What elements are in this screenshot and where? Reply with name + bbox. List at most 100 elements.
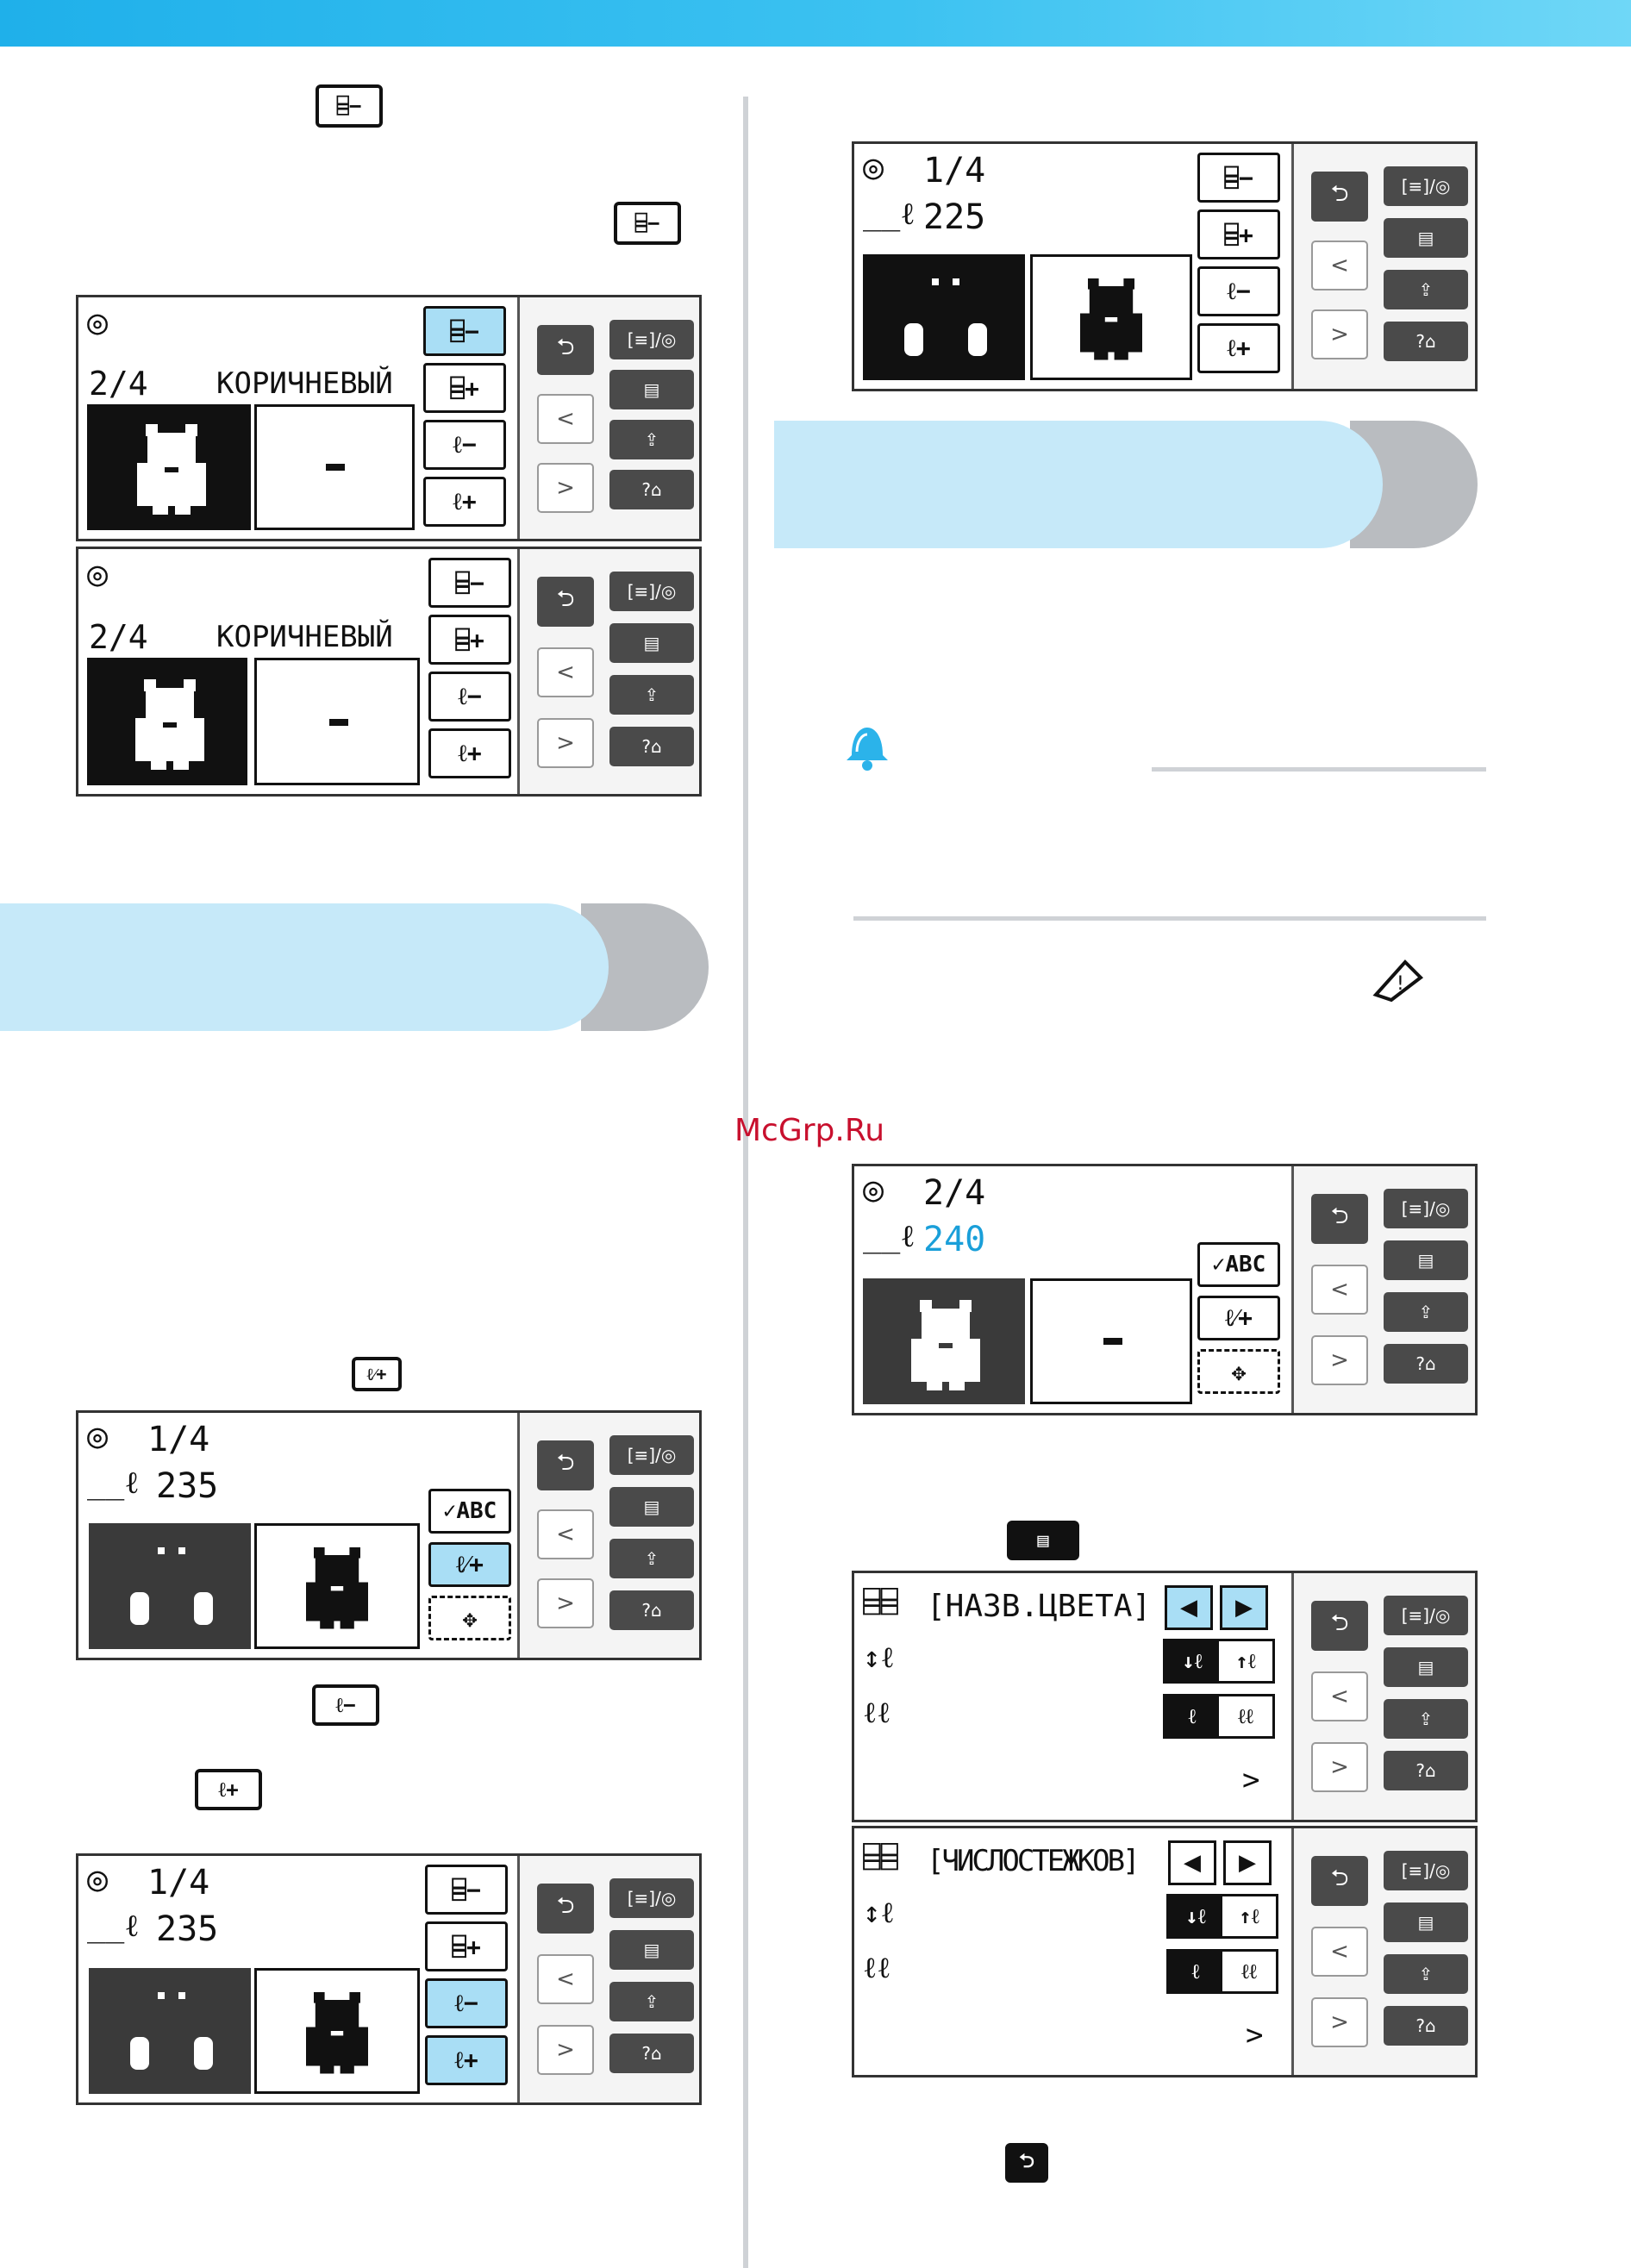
- embroidery-mode-button[interactable]: [≡]/◎: [1384, 1189, 1468, 1228]
- help-button[interactable]: ?⌂: [609, 1590, 694, 1630]
- help-button[interactable]: ?⌂: [609, 2034, 694, 2073]
- spool-plus-button[interactable]: ⌸+: [423, 363, 506, 413]
- list-button[interactable]: ▤: [609, 1930, 694, 1970]
- list-button[interactable]: ▤: [609, 1487, 694, 1527]
- embroidery-mode-button[interactable]: [≡]/◎: [609, 572, 694, 611]
- embroidery-frame-icon: ◎: [87, 303, 109, 342]
- spool-plus-button[interactable]: ⌸+: [1197, 209, 1280, 259]
- next-button[interactable]: >: [1311, 309, 1368, 359]
- embroidery-mode-button[interactable]: [≡]/◎: [609, 1435, 694, 1475]
- hoop-button[interactable]: ⇪: [1384, 1954, 1468, 1994]
- next-button[interactable]: >: [537, 718, 594, 768]
- spool-plus-button[interactable]: ⌸+: [428, 615, 511, 665]
- hoop-button[interactable]: ⇪: [609, 1982, 694, 2021]
- setting-right-arrow[interactable]: ▶: [1223, 1840, 1272, 1885]
- next-button[interactable]: >: [1311, 1335, 1368, 1385]
- back-button[interactable]: ⮌: [1311, 1194, 1368, 1244]
- setting-left-arrow[interactable]: ◀: [1168, 1840, 1216, 1885]
- next-button[interactable]: >: [537, 2025, 594, 2075]
- prev-button[interactable]: <: [537, 1509, 594, 1559]
- needle-slash-button[interactable]: ℓ⁄+: [1197, 1296, 1280, 1340]
- hoop-button[interactable]: ⇪: [1384, 270, 1468, 309]
- prev-button[interactable]: <: [537, 647, 594, 697]
- spool-minus-button[interactable]: ⌸−: [428, 558, 511, 608]
- next-button[interactable]: >: [537, 1578, 594, 1628]
- color-part-preview: [254, 658, 420, 785]
- hoop-button[interactable]: ⇪: [609, 1539, 694, 1578]
- hoop-button[interactable]: ⇪: [1384, 1292, 1468, 1332]
- help-button[interactable]: ?⌂: [1384, 1751, 1468, 1790]
- needle-minus-button[interactable]: ℓ−: [1197, 266, 1280, 316]
- prev-button[interactable]: <: [537, 1954, 594, 2004]
- prev-button[interactable]: <: [1311, 1265, 1368, 1315]
- pattern-preview: [89, 1523, 251, 1649]
- abc-button[interactable]: ✓ABC: [428, 1489, 511, 1534]
- embroidery-mode-button[interactable]: [≡]/◎: [609, 320, 694, 359]
- back-button[interactable]: ⮌: [1311, 1601, 1368, 1651]
- needle-plus-button[interactable]: ℓ+: [425, 2035, 508, 2085]
- needle-slash-button[interactable]: ℓ⁄+: [428, 1542, 511, 1587]
- hoop-button[interactable]: ⇪: [1384, 1699, 1468, 1739]
- needle-plus-button[interactable]: ℓ+: [423, 477, 506, 527]
- needle-plus-button[interactable]: ℓ+: [428, 728, 511, 778]
- next-page-arrow[interactable]: >: [1246, 2018, 1264, 2052]
- list-button[interactable]: ▤: [609, 370, 694, 409]
- spool-minus-button[interactable]: ⌸−: [423, 306, 506, 356]
- back-button[interactable]: ⮌: [1311, 172, 1368, 222]
- needle-position-toggle[interactable]: ↓ℓ↑ℓ: [1163, 1639, 1275, 1684]
- stitch-count: 235: [156, 1466, 219, 1506]
- embroidery-frame-icon: ◎: [863, 1170, 884, 1209]
- back-button[interactable]: ⮌: [1311, 1856, 1368, 1906]
- back-button[interactable]: ⮌: [537, 577, 594, 627]
- needle-minus-button[interactable]: ℓ−: [423, 420, 506, 470]
- thread-color-name: КОРИЧНЕВЫЙ: [216, 366, 393, 401]
- hoop-button[interactable]: ⇪: [609, 420, 694, 459]
- next-button[interactable]: >: [1311, 1742, 1368, 1792]
- embroidery-mode-button[interactable]: [≡]/◎: [1384, 166, 1468, 206]
- needle-minus-button[interactable]: ℓ−: [428, 672, 511, 722]
- next-button[interactable]: >: [537, 463, 594, 513]
- spool-minus-button[interactable]: ⌸−: [425, 1865, 508, 1915]
- prev-button[interactable]: <: [1311, 1671, 1368, 1721]
- abc-button[interactable]: ✓ABC: [1197, 1242, 1280, 1287]
- help-button[interactable]: ?⌂: [609, 727, 694, 766]
- color-counter: 1/4: [147, 1863, 210, 1902]
- spool-minus-button[interactable]: ⌸−: [1197, 153, 1280, 203]
- needle-plus-button[interactable]: ℓ+: [1197, 323, 1280, 373]
- back-button[interactable]: ⮌: [537, 325, 594, 375]
- list-button[interactable]: ▤: [1384, 218, 1468, 258]
- prev-button[interactable]: <: [1311, 241, 1368, 291]
- setting-left-arrow[interactable]: ◀: [1165, 1585, 1213, 1630]
- hoop-button[interactable]: ⇪: [609, 675, 694, 715]
- needle-position-toggle[interactable]: ↓ℓ↑ℓ: [1166, 1894, 1278, 1939]
- back-button[interactable]: ⮌: [537, 1884, 594, 1934]
- next-button[interactable]: >: [1311, 1997, 1368, 2047]
- move-button[interactable]: ✥: [428, 1596, 511, 1640]
- move-button[interactable]: ✥: [1197, 1349, 1280, 1394]
- back-button[interactable]: ⮌: [537, 1440, 594, 1490]
- needle-minus-button[interactable]: ℓ−: [425, 1978, 508, 2028]
- help-button[interactable]: ?⌂: [609, 470, 694, 509]
- embroidery-mode-button[interactable]: [≡]/◎: [1384, 1851, 1468, 1890]
- list-button[interactable]: ▤: [1384, 1240, 1468, 1280]
- color-part-preview: [254, 404, 415, 530]
- help-button[interactable]: ?⌂: [1384, 2006, 1468, 2046]
- list-button[interactable]: ▤: [609, 623, 694, 663]
- spool-plus-button[interactable]: ⌸+: [425, 1921, 508, 1971]
- next-page-arrow[interactable]: >: [1242, 1763, 1260, 1797]
- embroidery-mode-button[interactable]: [≡]/◎: [1384, 1596, 1468, 1635]
- list-button[interactable]: ▤: [1384, 1902, 1468, 1942]
- stitch-count: 225: [923, 197, 986, 237]
- embroidery-mode-button[interactable]: [≡]/◎: [609, 1878, 694, 1918]
- setting-right-arrow[interactable]: ▶: [1220, 1585, 1268, 1630]
- embroidery-frame-icon: ◎: [87, 1416, 109, 1456]
- prev-button[interactable]: <: [537, 394, 594, 444]
- help-button[interactable]: ?⌂: [1384, 1344, 1468, 1384]
- list-button[interactable]: ▤: [1384, 1647, 1468, 1687]
- help-button[interactable]: ?⌂: [1384, 322, 1468, 361]
- note-rule: [853, 916, 1486, 921]
- prev-button[interactable]: <: [1311, 1927, 1368, 1977]
